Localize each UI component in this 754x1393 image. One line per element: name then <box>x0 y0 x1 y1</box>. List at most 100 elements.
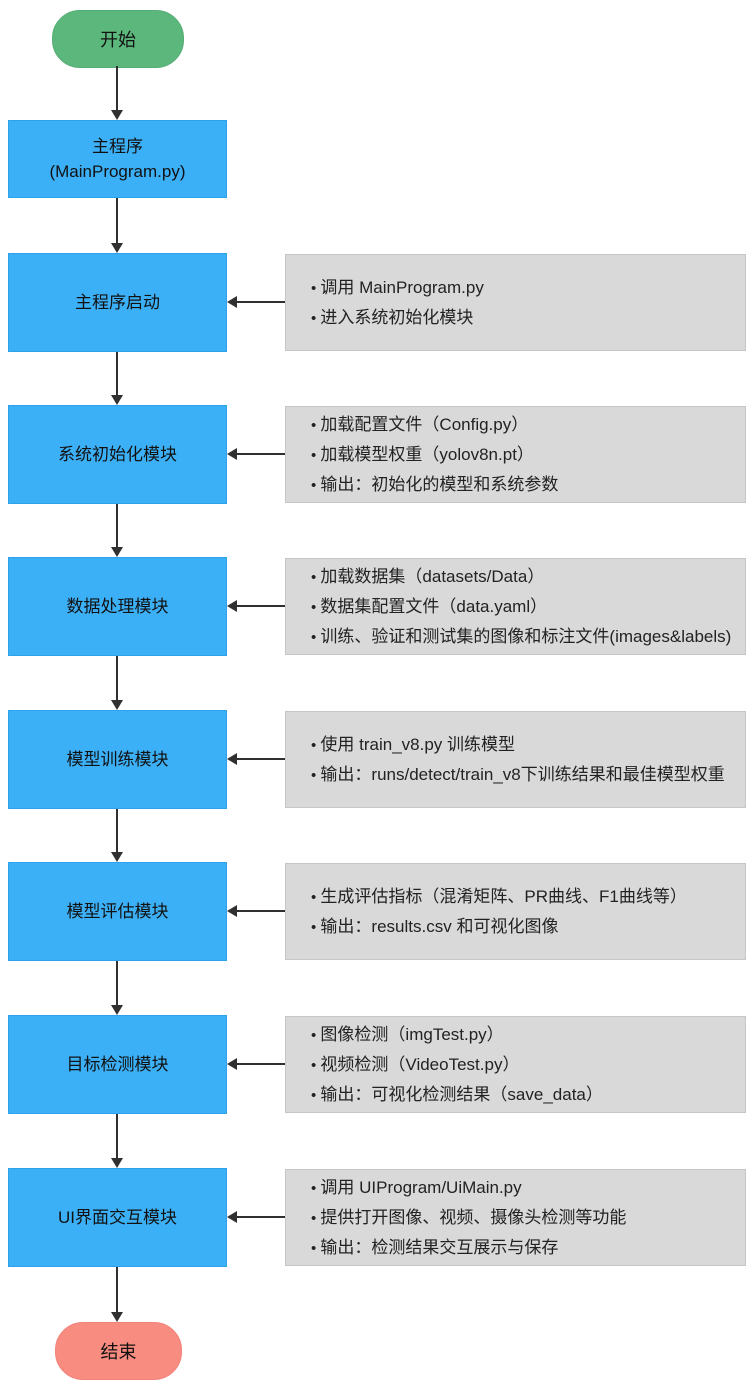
down-arrow <box>110 656 124 710</box>
arrow-head-icon <box>111 110 123 120</box>
arrow-head-icon <box>111 1158 123 1168</box>
flow-step-system-init: 系统初始化模块 加载配置文件（Config.py） 加载模型权重（yolov8n… <box>0 405 754 504</box>
note-box: 加载配置文件（Config.py） 加载模型权重（yolov8n.pt） 输出：… <box>285 406 746 503</box>
down-arrow <box>110 961 124 1015</box>
process-node: UI界面交互模块 <box>8 1168 227 1267</box>
note-bullet: 调用 MainProgram.py <box>311 273 741 303</box>
arrow-head-icon <box>111 1312 123 1322</box>
arrow-line <box>116 66 118 110</box>
down-arrow <box>110 1114 124 1168</box>
arrow-line <box>237 758 285 760</box>
process-label: 数据处理模块 <box>66 597 169 616</box>
arrow-line <box>237 301 285 303</box>
note-box: 调用 UIProgram/UiMain.py 提供打开图像、视频、摄像头检测等功… <box>285 1169 746 1266</box>
arrow-line <box>116 1114 118 1158</box>
end-node: 结束 <box>55 1322 182 1380</box>
arrow-head-icon <box>111 547 123 557</box>
note-bullet: 输出：初始化的模型和系统参数 <box>311 470 741 500</box>
arrow-line <box>116 1267 118 1312</box>
arrow-line <box>237 453 285 455</box>
arrow-line <box>116 504 118 547</box>
arrow-line <box>237 910 285 912</box>
process-label: 模型评估模块 <box>66 902 169 921</box>
process-node: 主程序启动 <box>8 253 227 352</box>
process-label: 目标检测模块 <box>66 1055 169 1074</box>
left-arrow <box>227 752 285 766</box>
down-arrow <box>110 352 124 405</box>
note-box: 生成评估指标（混淆矩阵、PR曲线、F1曲线等） 输出：results.csv 和… <box>285 863 746 960</box>
note-bullet: 输出：runs/detect/train_v8下训练结果和最佳模型权重 <box>311 760 741 790</box>
down-arrow <box>110 504 124 557</box>
arrow-line <box>116 656 118 700</box>
process-node: 系统初始化模块 <box>8 405 227 504</box>
note-bullet: 调用 UIProgram/UiMain.py <box>311 1173 741 1203</box>
note-box: 调用 MainProgram.py 进入系统初始化模块 <box>285 254 746 351</box>
arrow-head-icon <box>227 1211 237 1223</box>
note-bullet: 生成评估指标（混淆矩阵、PR曲线、F1曲线等） <box>311 882 741 912</box>
left-arrow <box>227 295 285 309</box>
arrow-line <box>237 1216 285 1218</box>
note-bullet: 图像检测（imgTest.py） <box>311 1020 741 1050</box>
note-box: 使用 train_v8.py 训练模型 输出：runs/detect/train… <box>285 711 746 808</box>
arrow-head-icon <box>111 700 123 710</box>
flow-step-main-start: 主程序启动 调用 MainProgram.py 进入系统初始化模块 <box>0 253 754 352</box>
arrow-head-icon <box>111 243 123 253</box>
arrow-line <box>116 198 118 243</box>
process-node: 模型训练模块 <box>8 710 227 809</box>
process-label: 模型训练模块 <box>66 750 169 769</box>
note-bullet: 提供打开图像、视频、摄像头检测等功能 <box>311 1203 741 1233</box>
arrow-head-icon <box>227 448 237 460</box>
note-box: 加载数据集（datasets/Data） 数据集配置文件（data.yaml） … <box>285 558 746 655</box>
note-bullet: 输出：检测结果交互展示与保存 <box>311 1233 741 1263</box>
process-node: 目标检测模块 <box>8 1015 227 1114</box>
process-node: 数据处理模块 <box>8 557 227 656</box>
arrow-line <box>116 352 118 395</box>
left-arrow <box>227 1210 285 1224</box>
arrow-line <box>237 605 285 607</box>
note-bullet: 输出：results.csv 和可视化图像 <box>311 912 741 942</box>
flow-step-ui-interaction: UI界面交互模块 调用 UIProgram/UiMain.py 提供打开图像、视… <box>0 1168 754 1267</box>
flow-step-model-training: 模型训练模块 使用 train_v8.py 训练模型 输出：runs/detec… <box>0 710 754 809</box>
left-arrow <box>227 599 285 613</box>
flow-step-object-detection: 目标检测模块 图像检测（imgTest.py） 视频检测（VideoTest.p… <box>0 1015 754 1114</box>
arrow-line <box>116 961 118 1005</box>
arrow-head-icon <box>111 852 123 862</box>
start-node: 开始 <box>52 10 184 68</box>
process-label-line1: 主程序 <box>92 137 143 156</box>
arrow-head-icon <box>227 905 237 917</box>
arrow-head-icon <box>227 1058 237 1070</box>
down-arrow <box>110 809 124 862</box>
process-label: UI界面交互模块 <box>58 1208 177 1227</box>
process-node: 模型评估模块 <box>8 862 227 961</box>
end-node-label: 结束 <box>100 1342 137 1362</box>
process-node-main-program: 主程序 (MainProgram.py) <box>8 120 227 198</box>
arrow-line <box>237 1063 285 1065</box>
process-label: 主程序启动 <box>75 293 160 312</box>
flow-step-model-evaluation: 模型评估模块 生成评估指标（混淆矩阵、PR曲线、F1曲线等） 输出：result… <box>0 862 754 961</box>
note-bullet: 训练、验证和测试集的图像和标注文件(images&labels) <box>311 622 741 652</box>
arrow-head-icon <box>227 296 237 308</box>
arrow-head-icon <box>227 600 237 612</box>
arrow-head-icon <box>111 395 123 405</box>
note-bullet: 加载数据集（datasets/Data） <box>311 562 741 592</box>
arrow-head-icon <box>111 1005 123 1015</box>
note-box: 图像检测（imgTest.py） 视频检测（VideoTest.py） 输出：可… <box>285 1016 746 1113</box>
left-arrow <box>227 904 285 918</box>
left-arrow <box>227 447 285 461</box>
flow-step-data-processing: 数据处理模块 加载数据集（datasets/Data） 数据集配置文件（data… <box>0 557 754 656</box>
start-node-label: 开始 <box>100 30 136 50</box>
process-label-line2: (MainProgram.py) <box>49 162 186 181</box>
note-bullet: 视频检测（VideoTest.py） <box>311 1050 741 1080</box>
note-bullet: 加载模型权重（yolov8n.pt） <box>311 440 741 470</box>
note-bullet: 加载配置文件（Config.py） <box>311 410 741 440</box>
down-arrow <box>110 66 124 120</box>
note-bullet: 数据集配置文件（data.yaml） <box>311 592 741 622</box>
down-arrow <box>110 1267 124 1322</box>
arrow-line <box>116 809 118 852</box>
arrow-head-icon <box>227 753 237 765</box>
note-bullet: 输出：可视化检测结果（save_data） <box>311 1080 741 1110</box>
left-arrow <box>227 1057 285 1071</box>
note-bullet: 使用 train_v8.py 训练模型 <box>311 730 741 760</box>
down-arrow <box>110 198 124 253</box>
